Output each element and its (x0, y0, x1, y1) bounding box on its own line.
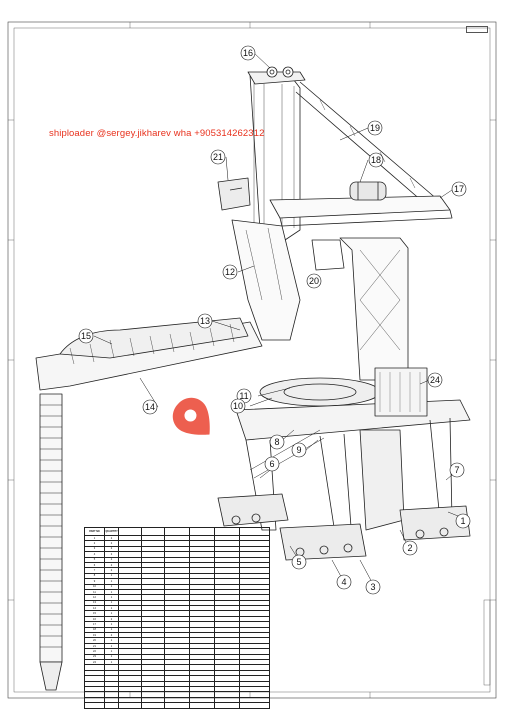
table-cell (118, 702, 142, 709)
table-cell (239, 702, 270, 709)
callout-16 (240, 45, 256, 61)
table-row (84, 680, 270, 687)
svg-text:19: 19 (370, 123, 380, 133)
svg-text:4: 4 (341, 577, 346, 587)
watermark-text: shiploader @sergey.jikharev wha +9053142… (49, 128, 265, 139)
callout-14 (142, 399, 158, 415)
svg-text:13: 13 (200, 316, 210, 326)
svg-text:18: 18 (371, 155, 381, 165)
callout-17 (451, 181, 467, 197)
callout-7 (449, 462, 465, 478)
svg-text:24: 24 (430, 375, 440, 385)
callout-3 (365, 579, 381, 595)
callout-9 (291, 442, 307, 458)
callout-13 (197, 313, 213, 329)
shiploader-structure (35, 66, 471, 691)
svg-text:17: 17 (454, 184, 464, 194)
svg-text:5: 5 (296, 557, 301, 567)
table-cell (141, 702, 165, 709)
svg-text:9: 9 (296, 445, 301, 455)
table-header-cell: QUANTITY (104, 527, 119, 536)
svg-text:12: 12 (225, 267, 235, 277)
table-header-cell (189, 527, 215, 536)
callout-19 (367, 120, 383, 136)
callout-20 (306, 273, 322, 289)
table-cell (214, 702, 240, 709)
table-header-cell (164, 527, 190, 536)
table-header-cell: PART NO (84, 527, 105, 536)
table-cell (84, 702, 105, 709)
table-row (84, 702, 270, 709)
callout-15 (78, 328, 94, 344)
svg-text:2: 2 (407, 543, 412, 553)
callout-8 (269, 434, 285, 450)
svg-text:3: 3 (370, 582, 375, 592)
map-pin-icon[interactable] (168, 393, 220, 445)
svg-text:6: 6 (269, 459, 274, 469)
svg-text:14: 14 (145, 402, 155, 412)
title-block (466, 26, 488, 33)
callout-12 (222, 264, 238, 280)
callout-5 (291, 554, 307, 570)
table-cell (164, 702, 190, 709)
svg-text:16: 16 (243, 48, 253, 58)
callout-1 (455, 513, 471, 529)
callout-4 (336, 574, 352, 590)
table-cell (104, 702, 119, 709)
svg-text:8: 8 (274, 437, 279, 447)
svg-text:15: 15 (81, 331, 91, 341)
callout-18 (368, 152, 384, 168)
table-header-cell (141, 527, 165, 536)
svg-text:11: 11 (239, 391, 248, 401)
svg-text:7: 7 (454, 465, 459, 475)
callout-labels: 16 19 18 17 21 12 20 13 15 14 11 10 8 9 … (81, 48, 466, 592)
callout-bubbles (78, 45, 471, 595)
table-header-cell (214, 527, 240, 536)
table-row (84, 691, 270, 698)
callout-24 (427, 372, 443, 388)
svg-text:1: 1 (460, 516, 465, 526)
callout-10 (230, 398, 246, 414)
svg-text:21: 21 (213, 152, 223, 162)
callout-2 (402, 540, 418, 556)
table-header-cell (239, 527, 270, 536)
table-row (84, 685, 270, 693)
table-header-cell (118, 527, 142, 536)
svg-text:20: 20 (309, 276, 319, 286)
table-cell (189, 702, 215, 709)
callout-21 (210, 149, 226, 165)
svg-text:10: 10 (233, 401, 243, 411)
callout-6 (264, 456, 280, 472)
